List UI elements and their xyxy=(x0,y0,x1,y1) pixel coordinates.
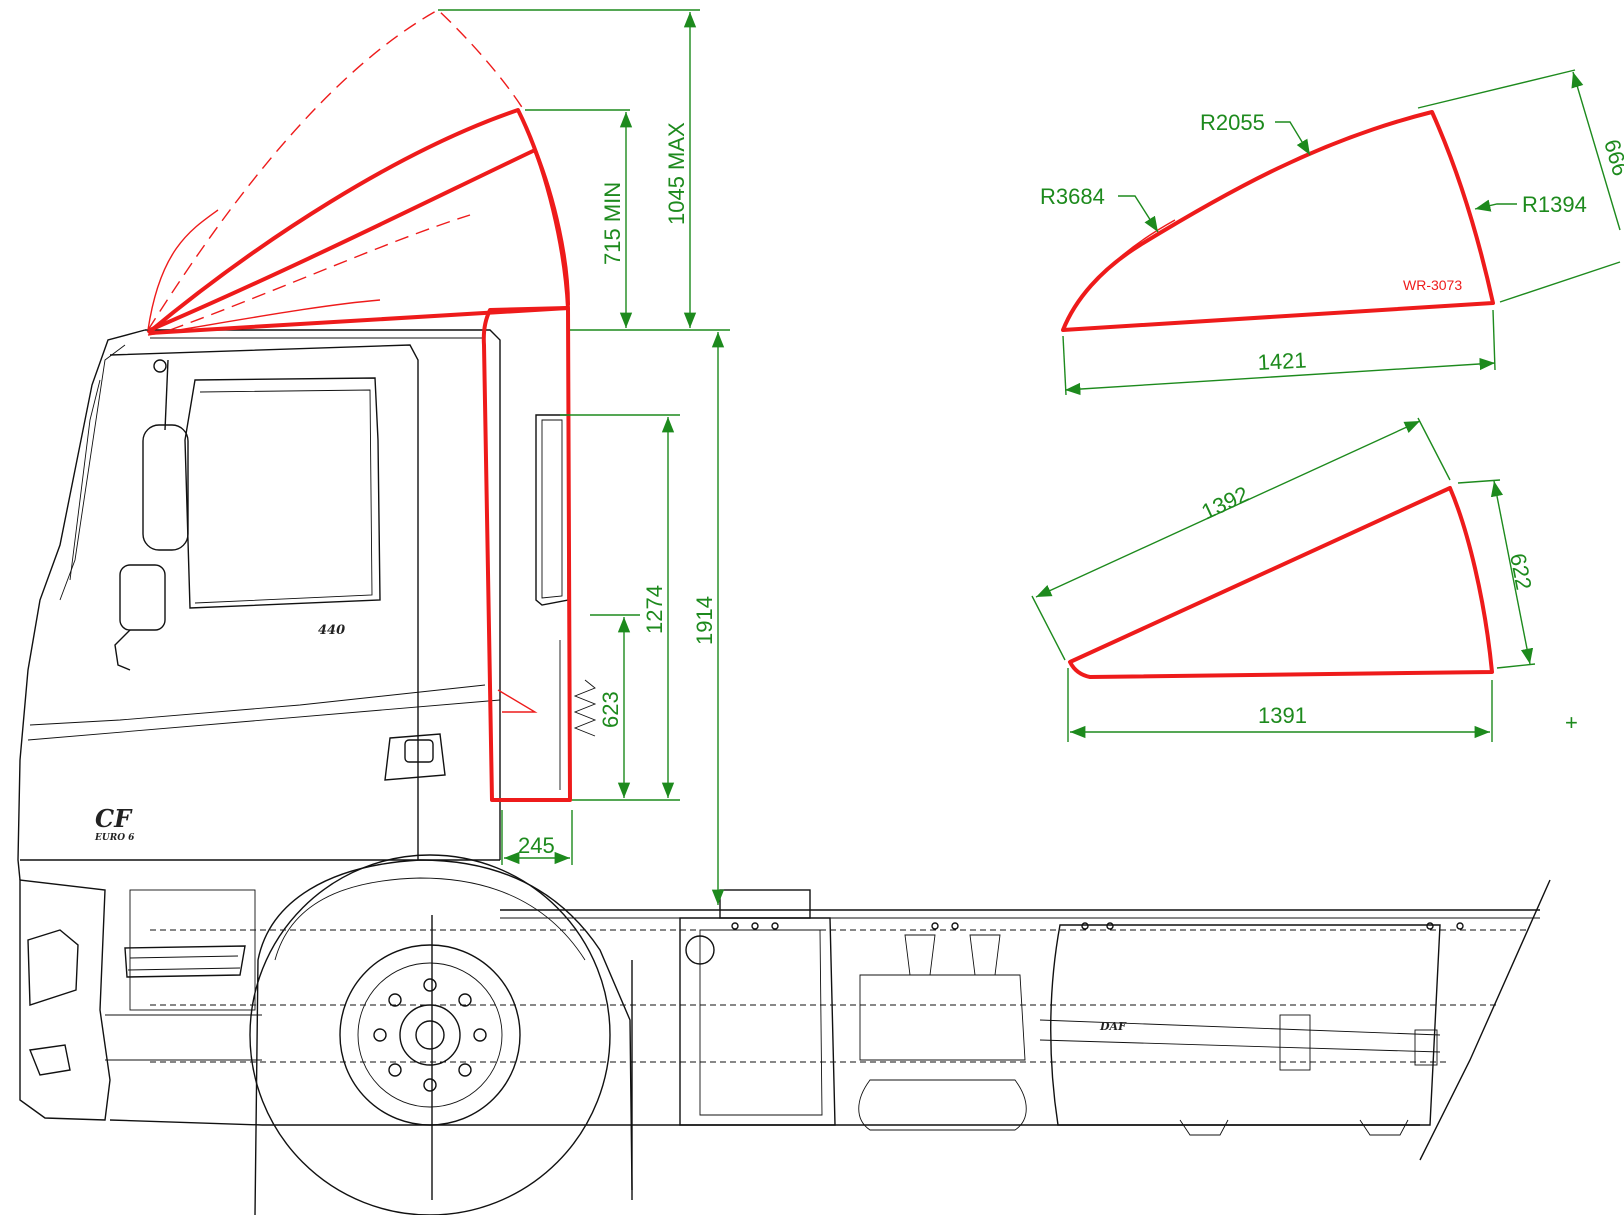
cab-roof xyxy=(145,329,501,860)
dim-height-max: 1045 MAX xyxy=(664,122,689,225)
main-dimensions xyxy=(438,9,730,905)
power-badge: 440 xyxy=(318,623,345,638)
low-profile-height: 622 xyxy=(1505,551,1537,592)
spoiler-low-shape xyxy=(1068,486,1494,679)
front-bumper xyxy=(19,879,111,1121)
dim-collar-lower: 623 xyxy=(598,691,623,728)
cab-rear-window xyxy=(535,414,569,606)
fuel-tank xyxy=(1050,924,1441,1126)
side-collar xyxy=(481,306,572,802)
low-profile-length: 1391 xyxy=(1258,703,1307,728)
mirror-arm xyxy=(164,359,169,431)
mirror-main xyxy=(142,424,189,551)
gearbox xyxy=(679,917,836,1126)
spoiler-profile-shape xyxy=(1061,110,1495,332)
roof-spoiler xyxy=(146,9,572,802)
cab-front-profile xyxy=(17,329,146,881)
profile-radius-front: R3684 xyxy=(1040,184,1105,209)
truck-outline xyxy=(17,329,1551,1215)
dim-collar-depth: 245 xyxy=(518,833,555,858)
cab-door xyxy=(109,344,419,860)
euro-badge: EURO 6 xyxy=(94,833,135,843)
profile-radius-rear: R1394 xyxy=(1522,192,1587,217)
cab-step xyxy=(124,945,246,978)
profile-radius-top: R2055 xyxy=(1200,110,1265,135)
tank-logo: DAF xyxy=(1099,1020,1127,1033)
profile-code: WR-3073 xyxy=(1403,277,1462,293)
svg-text:+: + xyxy=(1565,710,1578,735)
profile-length: 1421 xyxy=(1257,347,1307,375)
spoiler-min xyxy=(149,148,570,332)
front-wheel xyxy=(249,854,611,1215)
spoiler-swing-arc xyxy=(147,9,526,331)
door-window xyxy=(184,377,381,609)
dim-cab-height: 1914 xyxy=(692,596,717,645)
low-profile-diagonal: 1392 xyxy=(1198,481,1253,524)
dim-height-min: 715 MIN xyxy=(600,182,625,265)
mirror-lower xyxy=(119,564,166,631)
dim-collar-height: 1274 xyxy=(642,585,667,634)
spoiler-low-profile-detail: + xyxy=(1031,417,1578,742)
wheel-arch xyxy=(254,859,633,1215)
spoiler-max xyxy=(146,108,570,335)
model-badge: CF xyxy=(95,804,133,833)
door-handle xyxy=(384,733,446,781)
spoiler-profile-detail xyxy=(1061,69,1621,396)
